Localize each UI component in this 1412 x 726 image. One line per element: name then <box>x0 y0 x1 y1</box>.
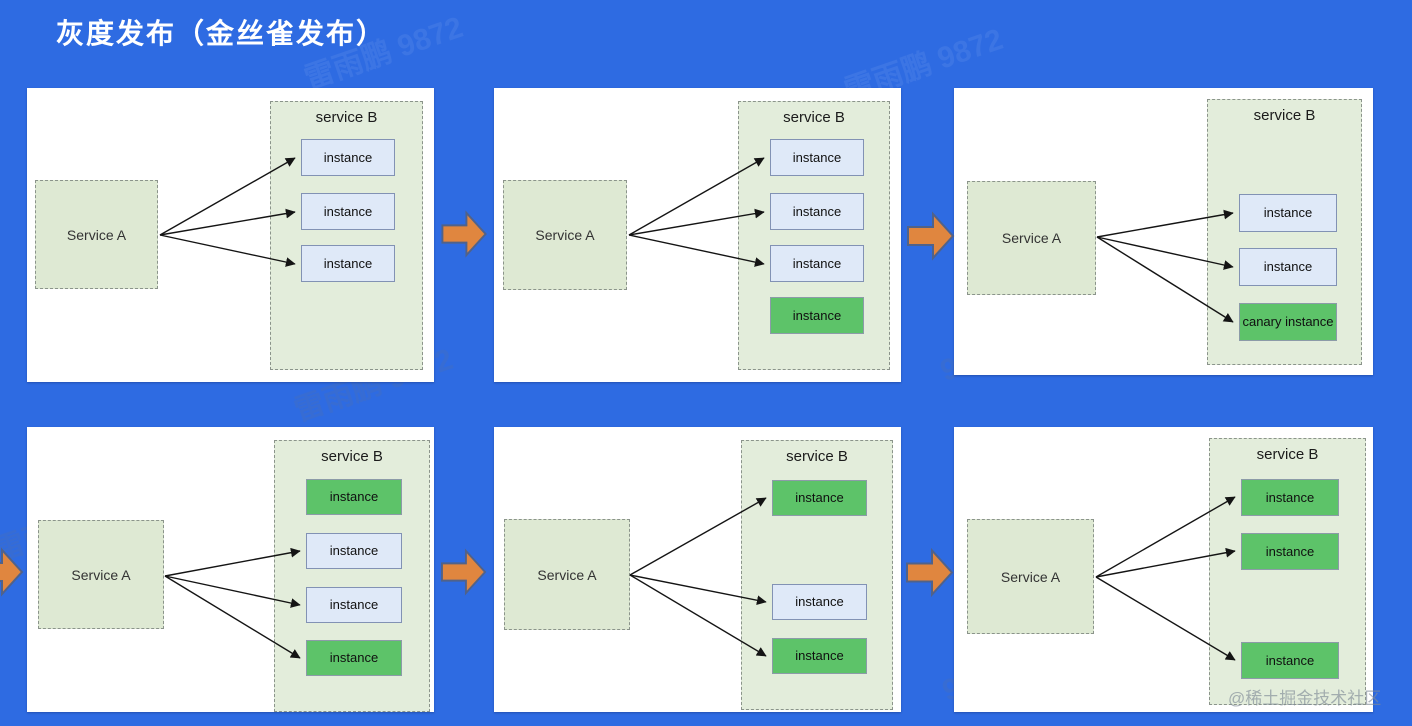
instance-label: canary instance <box>1242 314 1334 330</box>
next-step-arrow-icon <box>441 546 487 603</box>
next-step-arrow-icon <box>906 547 954 603</box>
instance-label: instance <box>792 255 842 271</box>
instance-label: instance <box>329 650 379 666</box>
canary-instance-box: instance <box>306 640 402 676</box>
instance-label: instance <box>323 255 373 271</box>
instance-box: instance <box>1239 194 1337 232</box>
instance-box: instance <box>772 584 867 620</box>
instance-label: instance <box>1265 652 1315 668</box>
service-b-label: service B <box>786 448 848 465</box>
instance-box: instance <box>306 533 402 569</box>
service-a-box: Service A <box>967 519 1094 634</box>
instance-label: instance <box>1265 543 1315 559</box>
panel-step-2: service B Service A instance instance in… <box>494 88 901 382</box>
instance-box: instance <box>770 245 864 282</box>
instance-box: instance <box>770 139 864 176</box>
service-a-label: Service A <box>66 226 127 243</box>
instance-label: instance <box>1265 489 1315 505</box>
instance-label: instance <box>792 307 842 323</box>
instance-label: instance <box>795 648 844 664</box>
instance-box: instance <box>301 245 395 282</box>
panel-step-3: service B Service A instance instance ca… <box>954 88 1373 375</box>
canary-instance-box: instance <box>772 480 867 516</box>
service-a-label: Service A <box>1000 568 1061 585</box>
service-a-box: Service A <box>504 519 630 630</box>
canary-instance-box: canary instance <box>1239 303 1337 341</box>
service-b-label: service B <box>321 448 383 465</box>
instance-label: instance <box>792 203 842 219</box>
panel-step-1: service B Service A instance instance in… <box>27 88 434 382</box>
panel-step-4: service B Service A instance instance in… <box>27 427 434 712</box>
instance-box: instance <box>1239 248 1337 286</box>
service-b-label: service B <box>315 109 378 126</box>
canary-instance-box: instance <box>306 479 402 515</box>
service-a-label: Service A <box>537 566 597 583</box>
service-a-label: Service A <box>535 227 595 243</box>
instance-label: instance <box>792 149 842 165</box>
canary-instance-box: instance <box>770 297 864 334</box>
service-b-label: service B <box>1256 446 1319 463</box>
instance-label: instance <box>329 597 379 613</box>
canary-instance-box: instance <box>1241 533 1339 570</box>
instance-label: instance <box>795 594 844 610</box>
service-a-box: Service A <box>503 180 627 290</box>
next-step-arrow-icon <box>0 546 24 603</box>
instance-box: instance <box>301 193 395 230</box>
canary-instance-box: instance <box>1241 642 1339 679</box>
service-b-label: service B <box>1253 107 1316 124</box>
panel-step-6: service B Service A instance instance in… <box>954 427 1373 712</box>
canary-instance-box: instance <box>1241 479 1339 516</box>
instance-box: instance <box>301 139 395 176</box>
panel-step-5: service B Service A instance instance in… <box>494 427 901 712</box>
service-a-label: Service A <box>1001 230 1062 246</box>
instance-label: instance <box>795 490 844 506</box>
instance-label: instance <box>1263 259 1313 275</box>
service-a-label: Service A <box>71 566 131 583</box>
instance-label: instance <box>329 543 379 559</box>
instance-label: instance <box>323 149 373 165</box>
instance-label: instance <box>329 489 379 505</box>
service-a-box: Service A <box>38 520 164 629</box>
service-a-box: Service A <box>35 180 158 289</box>
next-step-arrow-icon <box>441 210 488 263</box>
next-step-arrow-icon <box>906 211 956 266</box>
page-title: 灰度发布（金丝雀发布） <box>56 18 387 49</box>
instance-box: instance <box>770 193 864 230</box>
canary-instance-box: instance <box>772 638 867 674</box>
instance-label: instance <box>1263 205 1313 221</box>
instance-label: instance <box>323 203 373 219</box>
instance-box: instance <box>306 587 402 623</box>
service-b-label: service B <box>783 109 845 126</box>
service-a-box: Service A <box>967 181 1096 295</box>
